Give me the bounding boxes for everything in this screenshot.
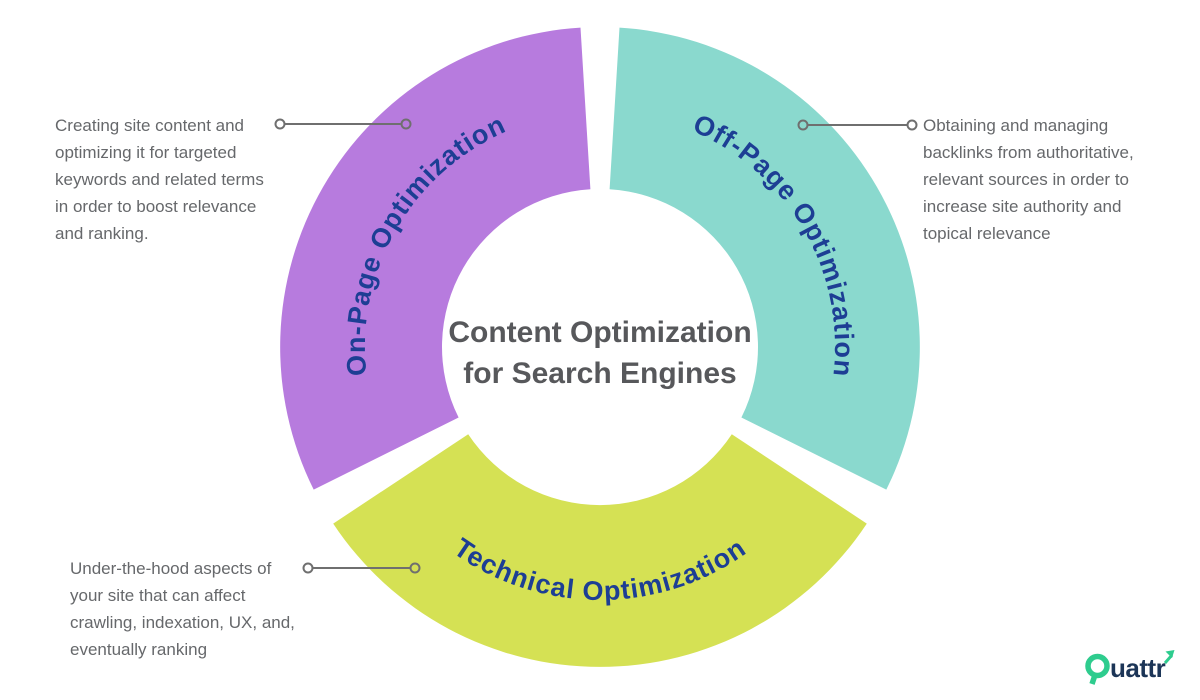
connector-on-page — [274, 118, 412, 130]
magnifier-q-icon — [1085, 653, 1110, 685]
center-title-line1: Content Optimization — [448, 316, 751, 349]
connector-technical — [302, 562, 421, 574]
on-page-description: Creating site content and optimizing it … — [55, 116, 264, 243]
off-page-description: Obtaining and managing backlinks from au… — [923, 116, 1134, 243]
connector-off-page — [797, 119, 918, 131]
segment-technical — [333, 434, 867, 667]
segment-off-page — [609, 27, 920, 490]
technical-description: Under-the-hood aspects of your site that… — [70, 559, 295, 659]
logo-wordmark: uattr — [1110, 653, 1166, 683]
logo-arrow-icon — [1163, 650, 1175, 664]
segment-on-page — [280, 27, 591, 490]
center-circle — [453, 200, 747, 494]
quattr-logo: uattr — [1085, 650, 1175, 685]
center-title-line2: for Search Engines — [463, 357, 736, 390]
